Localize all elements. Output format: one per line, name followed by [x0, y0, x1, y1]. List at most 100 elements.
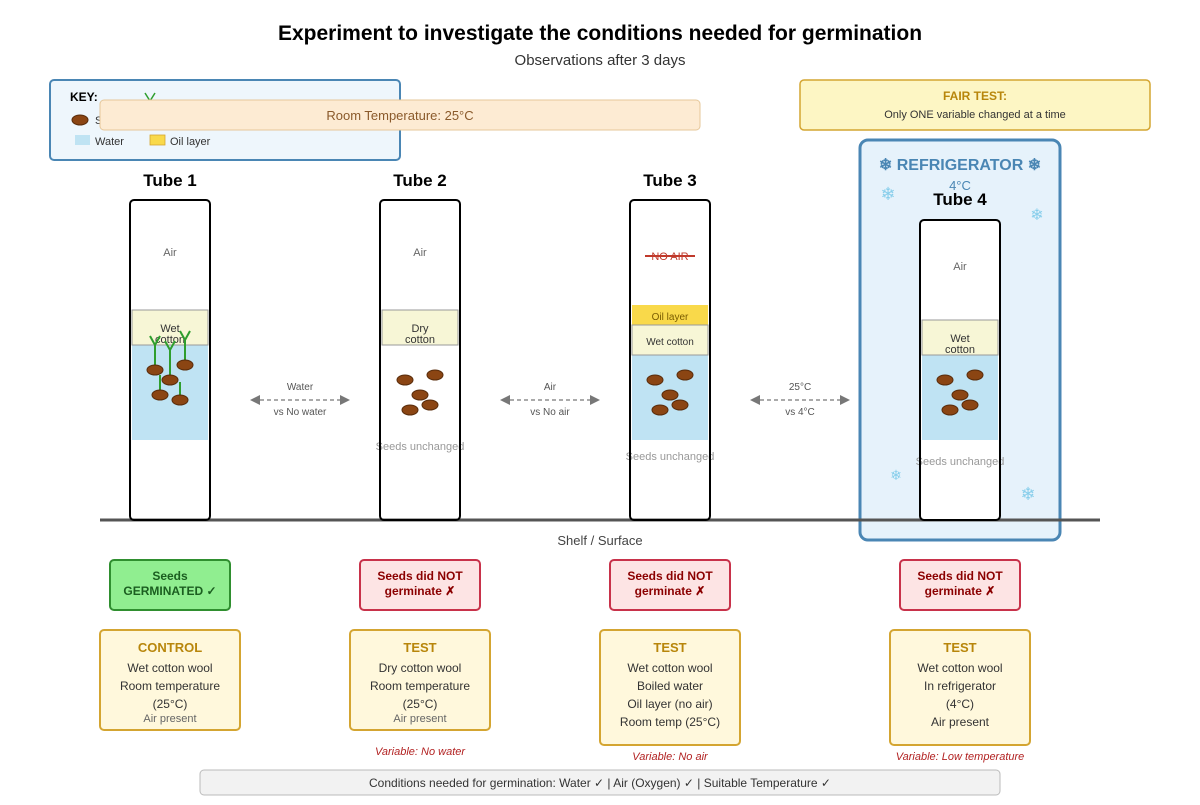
- seed: [661, 389, 679, 401]
- comparison-bottom: vs 4°C: [785, 407, 815, 418]
- cotton-wool: [381, 309, 459, 346]
- variable-label: Variable: No water: [375, 746, 466, 758]
- diagram-title: Experiment to investigate the conditions…: [278, 22, 922, 45]
- tube-3: Tube 3 NO AIR Oil layer Wet cotton Seeds…: [626, 171, 715, 521]
- seed-note: Seeds unchanged: [916, 456, 1005, 468]
- oil-layer: [632, 305, 708, 325]
- comparison-top: Air: [544, 382, 557, 393]
- test-tube: [129, 199, 211, 521]
- conclusion-text: Conditions needed for germination: Water…: [369, 776, 831, 790]
- fair-test-text: Only ONE variable changed at a time: [884, 109, 1066, 121]
- tube-4: Tube 4 Air Wet cotton Seeds unchanged: [916, 190, 1005, 521]
- condition-line: Dry cotton wool: [379, 661, 462, 675]
- refrigerator-label: ❄ REFRIGERATOR ❄: [879, 157, 1041, 174]
- condition-line: (4°C): [946, 697, 974, 711]
- tube-title: Tube 2: [393, 171, 447, 190]
- result-tube-3: Seeds did NOT germinate ✗: [609, 559, 731, 611]
- comparison-top: 25°C: [789, 382, 811, 393]
- key-heading: KEY:: [70, 90, 98, 104]
- seed: [176, 359, 194, 371]
- result-tube-1: Seeds GERMINATED ✓: [109, 559, 231, 611]
- condition-line: Air present: [931, 715, 990, 729]
- condition-line: Room temperature: [120, 679, 220, 693]
- tube-title: Tube 1: [143, 171, 197, 190]
- snowflake-icon: ❄: [1020, 484, 1035, 504]
- comparison-bottom: vs No water: [274, 407, 327, 418]
- tube-1: Tube 1 Air Wet cotton: [129, 171, 211, 521]
- condition-line: In refrigerator: [924, 679, 996, 693]
- tube-title: Tube 3: [643, 171, 697, 190]
- seed: [671, 399, 689, 411]
- tube-gas-label: Air: [413, 247, 427, 259]
- seed: [936, 374, 954, 386]
- condition-line: Wet cotton wool: [127, 661, 212, 675]
- condition-line: Room temperature: [370, 679, 470, 693]
- condition-line: Air present: [393, 713, 446, 725]
- cotton-label: Wet: [160, 323, 179, 335]
- seed-note: Seeds unchanged: [626, 451, 715, 463]
- seed: [966, 369, 984, 381]
- tube-gas-label: Air: [953, 261, 967, 273]
- seed: [941, 404, 959, 416]
- conclusion-bar: Conditions needed for germination: Water…: [199, 769, 1001, 796]
- seed: [401, 404, 419, 416]
- key-oil-label: Oil layer: [170, 136, 211, 148]
- condition-line: (25°C): [153, 697, 188, 711]
- condition-type: TEST: [653, 640, 686, 655]
- arrow-left-icon: [500, 395, 510, 405]
- variable-label: Variable: Low temperature: [896, 751, 1025, 763]
- cotton-label: cotton: [945, 344, 975, 356]
- arrow-left-icon: [750, 395, 760, 405]
- seed: [151, 389, 169, 401]
- conditions-tube-4: TEST Wet cotton wool In refrigerator (4°…: [889, 629, 1031, 763]
- seed: [951, 389, 969, 401]
- cotton-label: Dry: [411, 323, 429, 335]
- seed: [426, 369, 444, 381]
- result-line: germinate ✗: [925, 584, 996, 598]
- condition-type: TEST: [403, 640, 436, 655]
- comparison-top: Water: [287, 382, 314, 393]
- condition-line: Wet cotton wool: [627, 661, 712, 675]
- condition-type: CONTROL: [138, 640, 202, 655]
- result-line: Seeds did NOT: [627, 569, 713, 583]
- seed: [651, 404, 669, 416]
- result-tube-4: Seeds did NOT germinate ✗: [899, 559, 1021, 611]
- key-seed-icon: [71, 114, 89, 126]
- comparison-bottom: vs No air: [530, 407, 570, 418]
- condition-line: Boiled water: [637, 679, 703, 693]
- cotton-label: Wet cotton: [646, 337, 694, 348]
- snowflake-icon: ❄: [890, 467, 902, 483]
- cotton-wool: [921, 319, 999, 356]
- test-tube: [379, 199, 461, 521]
- seed: [171, 394, 189, 406]
- result-line: Seeds did NOT: [377, 569, 463, 583]
- result-line: germinate ✗: [385, 584, 456, 598]
- refrigerator-temperature: 4°C: [949, 178, 971, 193]
- conditions-tube-3: TEST Wet cotton wool Boiled water Oil la…: [599, 629, 741, 763]
- comparison-water: Water vs No water: [250, 382, 350, 418]
- arrow-right-icon: [340, 395, 350, 405]
- seed: [421, 399, 439, 411]
- room-temperature-banner: Room Temperature: 25°C: [99, 99, 701, 131]
- result-line: GERMINATED ✓: [123, 584, 216, 598]
- comparison-air: Air vs No air: [500, 382, 600, 418]
- tube-title: Tube 4: [933, 190, 987, 209]
- seed: [146, 364, 164, 376]
- seed: [676, 369, 694, 381]
- condition-line: Air present: [143, 713, 196, 725]
- result-tube-2: Seeds did NOT germinate ✗: [359, 559, 481, 611]
- condition-line: Wet cotton wool: [917, 661, 1002, 675]
- tube-gas-label: Air: [163, 247, 177, 259]
- key-water-label: Water: [95, 136, 124, 148]
- test-tube: [629, 199, 711, 521]
- seed: [396, 374, 414, 386]
- cotton-wool: [131, 309, 209, 346]
- condition-line: (25°C): [403, 697, 438, 711]
- condition-line: Room temp (25°C): [620, 715, 720, 729]
- conditions-tube-2: TEST Dry cotton wool Room temperature (2…: [349, 629, 491, 758]
- condition-type: TEST: [943, 640, 976, 655]
- key-oil-swatch: [149, 134, 166, 146]
- seed: [161, 374, 179, 386]
- result-line: germinate ✗: [635, 584, 706, 598]
